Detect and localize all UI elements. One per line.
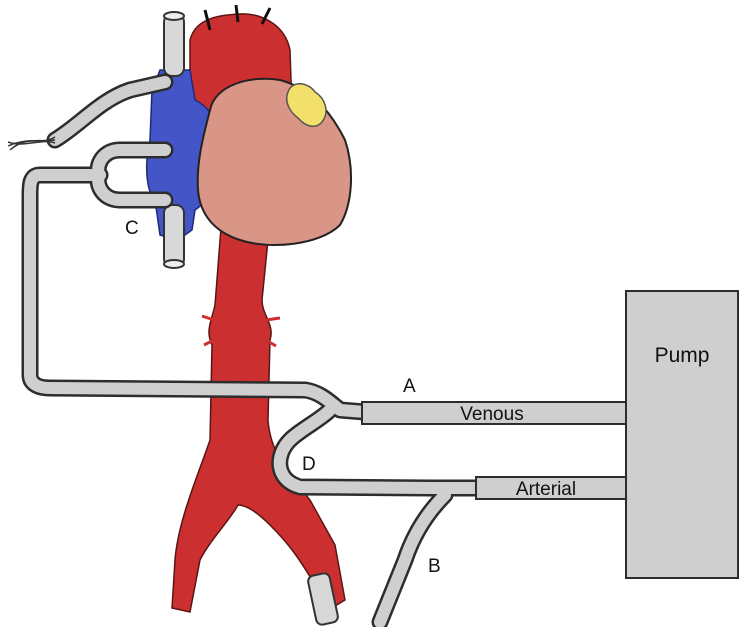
vessels <box>145 4 353 626</box>
label-d: D <box>302 454 316 475</box>
arterial-label: Arterial <box>516 479 576 500</box>
arch-branch-1 <box>203 9 212 31</box>
heart <box>196 77 353 246</box>
pump-label: Pump <box>655 344 710 367</box>
guide-wire <box>7 136 56 151</box>
tubing <box>21 73 489 627</box>
femoral-cannula-stub <box>307 572 339 626</box>
label-a: A <box>403 376 416 397</box>
fat-pad <box>286 83 327 128</box>
svc-stub <box>163 13 185 77</box>
venous-label: Venous <box>460 404 523 425</box>
arch-branch-2 <box>234 4 240 23</box>
label-c: C <box>125 218 139 239</box>
arch-branch-3 <box>260 7 272 25</box>
aorta-side-branch-right <box>265 316 281 348</box>
label-b: B <box>428 556 441 577</box>
arterial-line: Arterial <box>475 476 629 500</box>
aorta-side-branch-left <box>201 314 215 347</box>
pump: Pump <box>625 290 739 579</box>
venous-line: Venous <box>361 401 629 425</box>
ivc-stub <box>163 204 185 268</box>
